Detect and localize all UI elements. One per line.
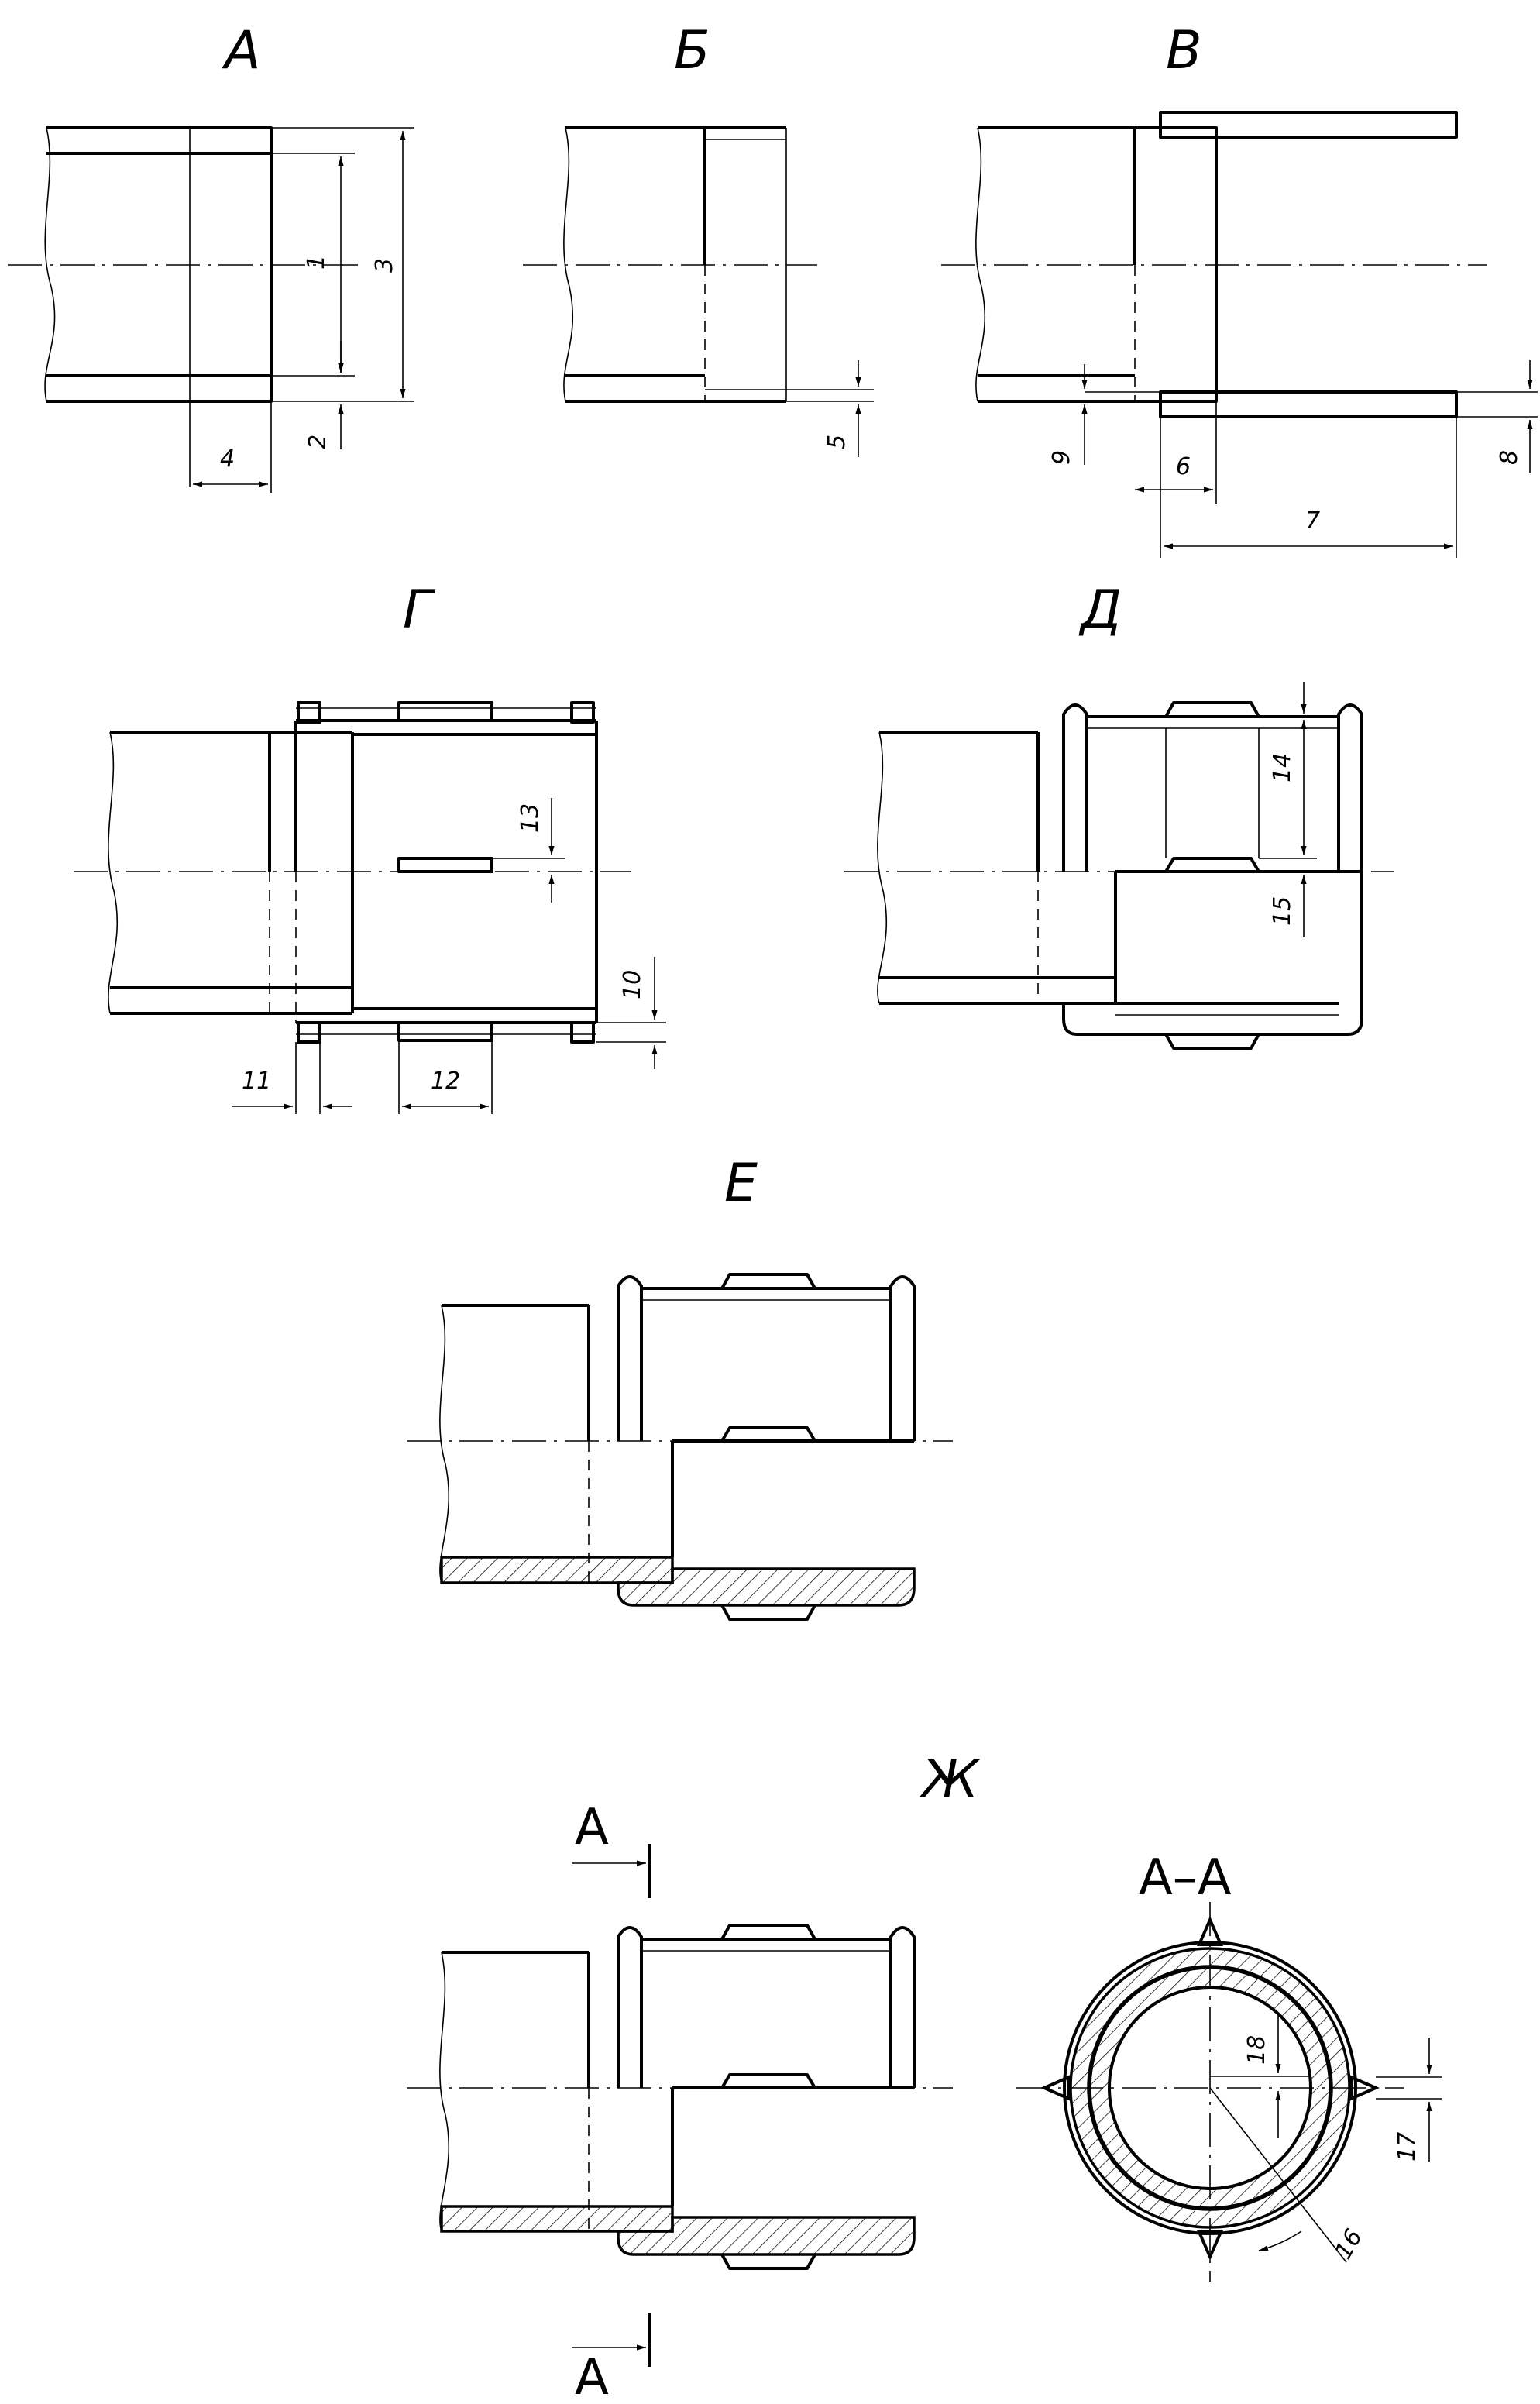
break-line — [439, 1305, 450, 1584]
dim-9: 9 — [1048, 450, 1075, 465]
break-line — [44, 127, 56, 402]
insert-upper — [1159, 111, 1458, 139]
flange-right — [889, 1926, 916, 2088]
dim-6: 6 — [1176, 453, 1191, 480]
sleeve-wall-section — [617, 1567, 916, 1607]
step-e-label: Е — [724, 1153, 758, 1214]
section-marker-top: А — [575, 1799, 609, 1856]
flange-left — [617, 1926, 643, 2088]
dim-4: 4 — [220, 445, 235, 473]
dim-2: 2 — [304, 435, 332, 449]
step-zh-label: Ж — [919, 1749, 981, 1811]
lug-top — [720, 1273, 816, 1289]
lug-bottom — [1164, 1033, 1260, 1050]
dim-12: 12 — [431, 1068, 460, 1095]
flange-right — [1337, 703, 1363, 872]
dim-1: 1 — [303, 255, 330, 270]
dim-10: 10 — [619, 970, 646, 999]
step-v: В 9 6 7 8 — [941, 20, 1538, 558]
dim-5: 5 — [823, 435, 851, 449]
sleeve-ring-section — [1069, 1947, 1351, 2229]
lug-inner — [1164, 857, 1260, 873]
dim-14: 14 — [1269, 753, 1296, 782]
step-b: Б 5 — [523, 20, 874, 457]
section-title: А–А — [1139, 1849, 1232, 1907]
step-v-label: В — [1166, 20, 1202, 81]
pipe-wall-section — [440, 2205, 674, 2233]
dim-17: 17 — [1394, 2132, 1421, 2162]
dim-18: 18 — [1243, 2035, 1270, 2065]
lug-top — [397, 701, 493, 722]
sleeve-wall-section — [617, 2216, 916, 2256]
step-e: Е — [407, 1153, 953, 1621]
step-zh: Ж А А — [407, 1749, 981, 2404]
break-line — [975, 127, 986, 402]
lug-inner — [720, 2073, 816, 2089]
lug-bottom — [397, 1021, 493, 1042]
lug-top — [1164, 701, 1260, 717]
lug-inner — [720, 1426, 816, 1443]
dim-3: 3 — [371, 258, 398, 273]
break-line — [563, 127, 574, 402]
flange-left — [1062, 703, 1088, 872]
step-d: Д 14 15 — [844, 580, 1394, 1050]
lug-bottom — [720, 2254, 816, 2270]
lug-bottom — [720, 1604, 816, 1621]
break-line — [877, 731, 888, 1004]
step-g: Г 13 10 — [74, 580, 666, 1114]
sleeve-lower — [1062, 872, 1363, 1036]
section-marker-bottom: А — [575, 2349, 609, 2404]
dim-15: 15 — [1269, 896, 1296, 926]
flange-left — [617, 1275, 643, 1441]
step-a-label: А — [222, 20, 261, 81]
dim-11: 11 — [242, 1068, 271, 1095]
step-g-label: Г — [403, 580, 436, 641]
dim-16: 16 — [1330, 2224, 1368, 2264]
break-line — [439, 1952, 450, 2232]
pipe-wall-section — [440, 1556, 674, 1584]
lug-inner — [397, 857, 493, 873]
flange-right — [889, 1275, 916, 1441]
step-b-label: Б — [674, 20, 710, 81]
step-d-label: Д — [1078, 580, 1122, 641]
lug-top — [720, 1924, 816, 1940]
insert-lower — [1159, 390, 1458, 418]
dim-8: 8 — [1496, 450, 1523, 465]
step-a: А 1 3 2 4 — [8, 20, 414, 493]
section-a-a: А–А 18 17 16 — [1016, 1849, 1442, 2282]
break-line — [108, 731, 119, 1014]
dim-7: 7 — [1305, 507, 1320, 535]
dim-13: 13 — [517, 803, 544, 833]
